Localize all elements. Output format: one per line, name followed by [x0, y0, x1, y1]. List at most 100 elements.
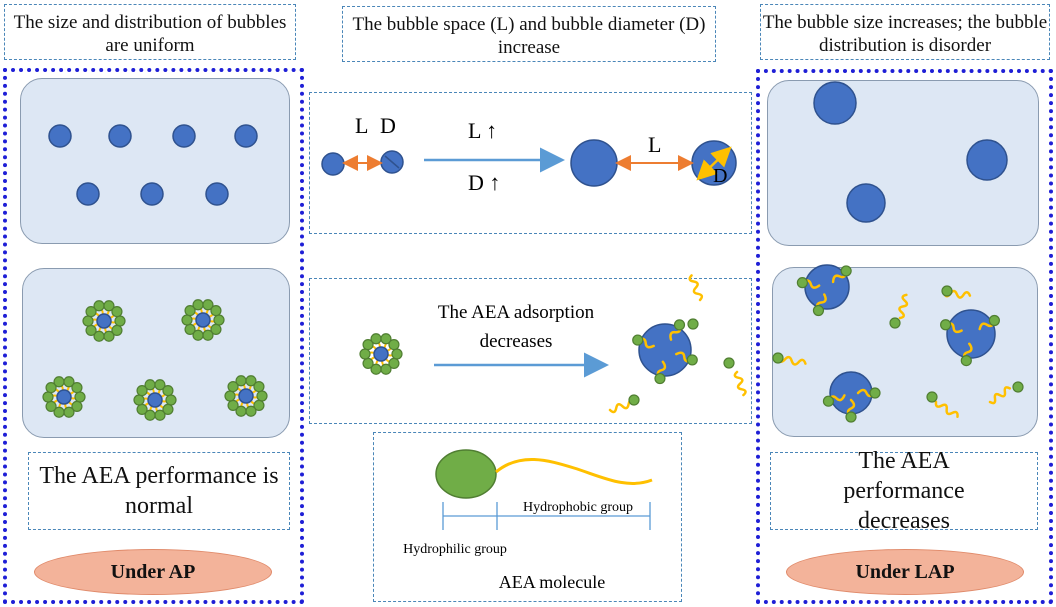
coated-bubble-ap-core [195, 312, 211, 328]
sparse-bubble-center-head [654, 372, 666, 385]
caption-left-top: The size and distribution of bubbles are… [4, 4, 296, 60]
sparse-bubble-lap-head [869, 387, 881, 399]
coated-bubble-ap-head [111, 324, 123, 337]
label-d-small: D [380, 113, 396, 138]
uniform-bubble [76, 182, 100, 206]
coated-bubble-center-head [388, 357, 400, 370]
label-d-large: D [713, 165, 727, 187]
sparse-bubble-lap-head [812, 304, 825, 317]
coated-bubble-ap-head [210, 323, 222, 336]
sparse-bubble-lap-head [960, 354, 972, 367]
free-head-center [687, 318, 699, 330]
sparse-bubble-lap-head [822, 395, 835, 407]
coated-bubble-ap-head [63, 376, 75, 388]
caption-right-performance: The AEA performance decreases [770, 448, 1038, 534]
uniform-bubble [234, 124, 258, 148]
coated-bubble-ap-head [111, 305, 123, 318]
label-aea-molecule: AEA molecule [499, 572, 605, 592]
frame-under-ap [3, 68, 304, 604]
coated-bubble-ap-head [245, 375, 257, 387]
coated-bubble-ap-head [253, 399, 265, 412]
caption-center-top: The bubble space (L) and bubble diameter… [342, 6, 716, 62]
sparse-bubble-lap-head [840, 265, 852, 277]
coated-bubble-ap-head [202, 299, 214, 311]
label-l-large: L [648, 132, 661, 157]
uniform-bubble [172, 124, 196, 148]
coated-bubble-ap-head [103, 300, 115, 312]
coated-bubble-ap-head [93, 330, 105, 342]
free-head-center [723, 357, 735, 369]
sparse-bubble-lap-head [940, 319, 952, 331]
coated-bubble-ap-head [192, 329, 204, 341]
left-performance-text: The AEA performance is normal [39, 463, 279, 519]
coated-bubble-ap-head [154, 379, 166, 391]
disordered-bubble [846, 183, 886, 223]
coated-bubble-ap-head [85, 305, 97, 318]
free-head-lap [772, 352, 784, 364]
coated-bubble-ap-head [71, 381, 83, 394]
disordered-bubble [813, 81, 857, 125]
coated-bubble-ap-head [227, 380, 239, 393]
label-l-small: L [355, 113, 368, 138]
free-tail-lap [898, 293, 909, 320]
coated-bubble-ap-core [147, 392, 163, 408]
condition-label-lap: Under LAP [855, 560, 955, 583]
disordered-bubble [966, 139, 1008, 181]
coated-bubble-center-core [373, 346, 389, 362]
free-tail-center [733, 370, 747, 397]
coated-bubble-ap-core [56, 389, 72, 405]
condition-oval-lap: Under LAP [786, 549, 1024, 595]
free-tail-lap [934, 400, 959, 418]
sparse-bubble-center-head [632, 334, 644, 346]
adsorption-text-line2: decreases [480, 331, 553, 352]
sparse-bubble-lap-head [845, 411, 857, 423]
coated-bubble-center-head [370, 363, 382, 375]
coated-bubble-ap-head [53, 406, 65, 418]
coated-bubble-ap-head [253, 380, 265, 393]
label-l-increase: L ↑ [468, 118, 497, 143]
hydrophobic-tail [495, 458, 653, 485]
free-head-lap [926, 391, 938, 403]
condition-oval-ap: Under AP [34, 549, 272, 595]
sparse-bubble-center-head [686, 354, 698, 366]
coated-bubble-ap-core [96, 313, 112, 329]
coated-bubble-ap-head [162, 403, 174, 416]
coated-bubble-center-head [362, 338, 374, 351]
coated-bubble-ap-head [184, 304, 196, 317]
panel-uniform-bubbles [20, 78, 290, 244]
coated-bubble-ap-head [162, 384, 174, 397]
coated-bubble-ap-core [238, 388, 254, 404]
coated-bubble-ap-head [71, 400, 83, 413]
right-performance-text: The AEA performance decreases [843, 448, 965, 534]
coated-bubble-ap-head [210, 304, 222, 317]
condition-label-ap: Under AP [110, 560, 196, 583]
label-d-increase: D ↑ [468, 170, 500, 195]
sparse-bubble-center-head [673, 319, 686, 331]
caption-right-top: The bubble size increases; the bubble di… [760, 4, 1050, 60]
small-diameter-line [384, 155, 400, 169]
free-head-lap [1012, 381, 1024, 393]
coated-bubble-center-head [388, 338, 400, 351]
uniform-bubble [48, 124, 72, 148]
uniform-bubble [205, 182, 229, 206]
free-tail-center [688, 274, 704, 302]
free-head-lap [889, 317, 901, 329]
frame-under-lap [756, 69, 1053, 604]
label-hydrophilic-group: Hydrophilic group [403, 542, 507, 557]
free-head-center [628, 394, 640, 406]
coated-bubble-ap-head [136, 384, 148, 397]
adsorption-text-line1: The AEA adsorption [438, 302, 595, 323]
coated-bubble-ap-head [235, 405, 247, 417]
large-diameter-arrow [696, 146, 732, 181]
sparse-bubble-lap-head [796, 277, 808, 289]
uniform-bubble [140, 182, 164, 206]
free-head-lap [941, 285, 953, 297]
uniform-bubble [108, 124, 132, 148]
caption-left-performance: The AEA performance is normal [28, 452, 290, 530]
coated-bubble-ap-head [45, 381, 57, 394]
free-tail-lap [988, 386, 1012, 405]
